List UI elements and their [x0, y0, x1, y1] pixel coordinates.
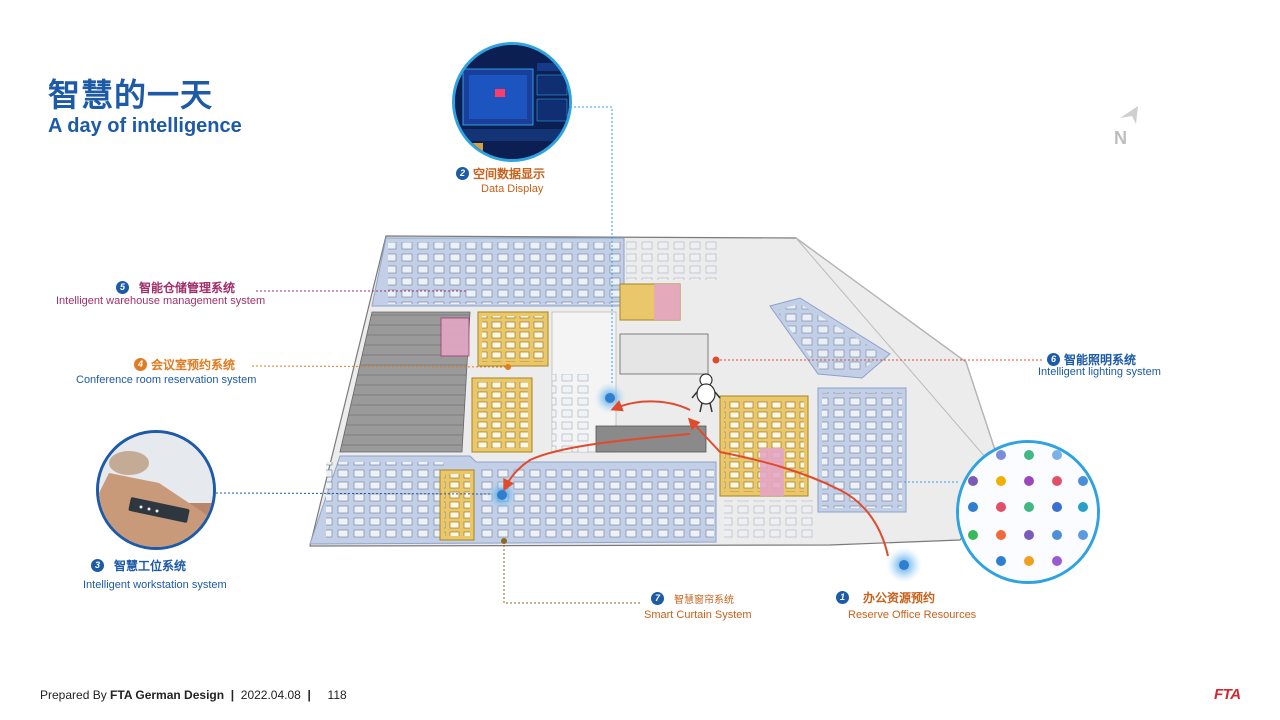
label-lighting-en: Intelligent lighting system — [1038, 366, 1161, 378]
workstation-desk-image — [96, 430, 216, 550]
fta-logo: FTA — [1214, 686, 1241, 703]
label-cn: 智能仓储管理系统 — [139, 281, 236, 295]
label-cn: 智慧工位系统 — [114, 559, 187, 573]
route-to-workstation — [503, 433, 691, 492]
app-screen-image — [956, 440, 1100, 584]
leader-curtain — [503, 541, 640, 604]
footer-date: 2022.04.08 — [240, 688, 301, 702]
route-to-display — [610, 400, 691, 412]
label-num: 6 — [1047, 353, 1060, 367]
label-reserve: 1 办公资源预约 — [836, 589, 935, 607]
page-title-cn: 智慧的一天 — [48, 76, 214, 114]
label-curtain: 7 智慧窗帘系统 — [651, 590, 734, 608]
footer-page-number: 118 — [327, 688, 347, 702]
data-display-screen-image — [452, 42, 572, 162]
label-conference: 4 会议室预约系统 — [134, 356, 235, 374]
label-num: 1 — [836, 591, 849, 605]
route-main — [687, 417, 889, 557]
label-cn: 会议室预约系统 — [151, 358, 236, 372]
footer-separator: | — [307, 688, 311, 702]
label-num: 3 — [91, 559, 104, 573]
label-data-display: 2 空间数据显示 — [456, 165, 545, 183]
storage-zone-left — [440, 317, 470, 357]
label-warehouse-en: Intelligent warehouse management system — [56, 295, 266, 307]
label-warehouse: 5 智能仓储管理系统 — [116, 279, 235, 297]
label-cn: 智能照明系统 — [1064, 353, 1137, 367]
label-reserve-en: Reserve Office Resources — [848, 609, 977, 621]
footer: Prepared By FTA German Design | 2022.04.… — [40, 688, 347, 702]
label-num: 5 — [116, 281, 129, 295]
label-curtain-en: Smart Curtain System — [644, 609, 752, 621]
label-conference-en: Conference room reservation system — [76, 374, 257, 386]
north-label: N — [1114, 128, 1127, 148]
label-data-display-en: Data Display — [481, 183, 544, 195]
label-num: 7 — [651, 592, 664, 606]
leader-data-display — [570, 106, 613, 384]
label-num: 2 — [456, 167, 469, 181]
label-cn: 办公资源预约 — [863, 591, 936, 605]
footer-company: FTA German Design — [110, 688, 225, 702]
north-arrow-icon: N — [1106, 102, 1152, 148]
label-lighting: 6 智能照明系统 — [1047, 351, 1136, 369]
label-cn: 空间数据显示 — [473, 167, 546, 181]
label-workstation: 3 智慧工位系统 — [91, 557, 186, 575]
label-cn: 智慧窗帘系统 — [674, 595, 734, 606]
zone-left-grey — [339, 311, 471, 453]
label-num: 4 — [134, 358, 147, 372]
page-title-en: A day of intelligence — [48, 115, 242, 137]
leader-workstation — [215, 492, 491, 495]
label-workstation-en: Intelligent workstation system — [83, 579, 227, 591]
person-figure — [691, 373, 721, 413]
footer-prepared-by: Prepared By — [40, 688, 107, 702]
footer-separator: | — [230, 688, 235, 702]
